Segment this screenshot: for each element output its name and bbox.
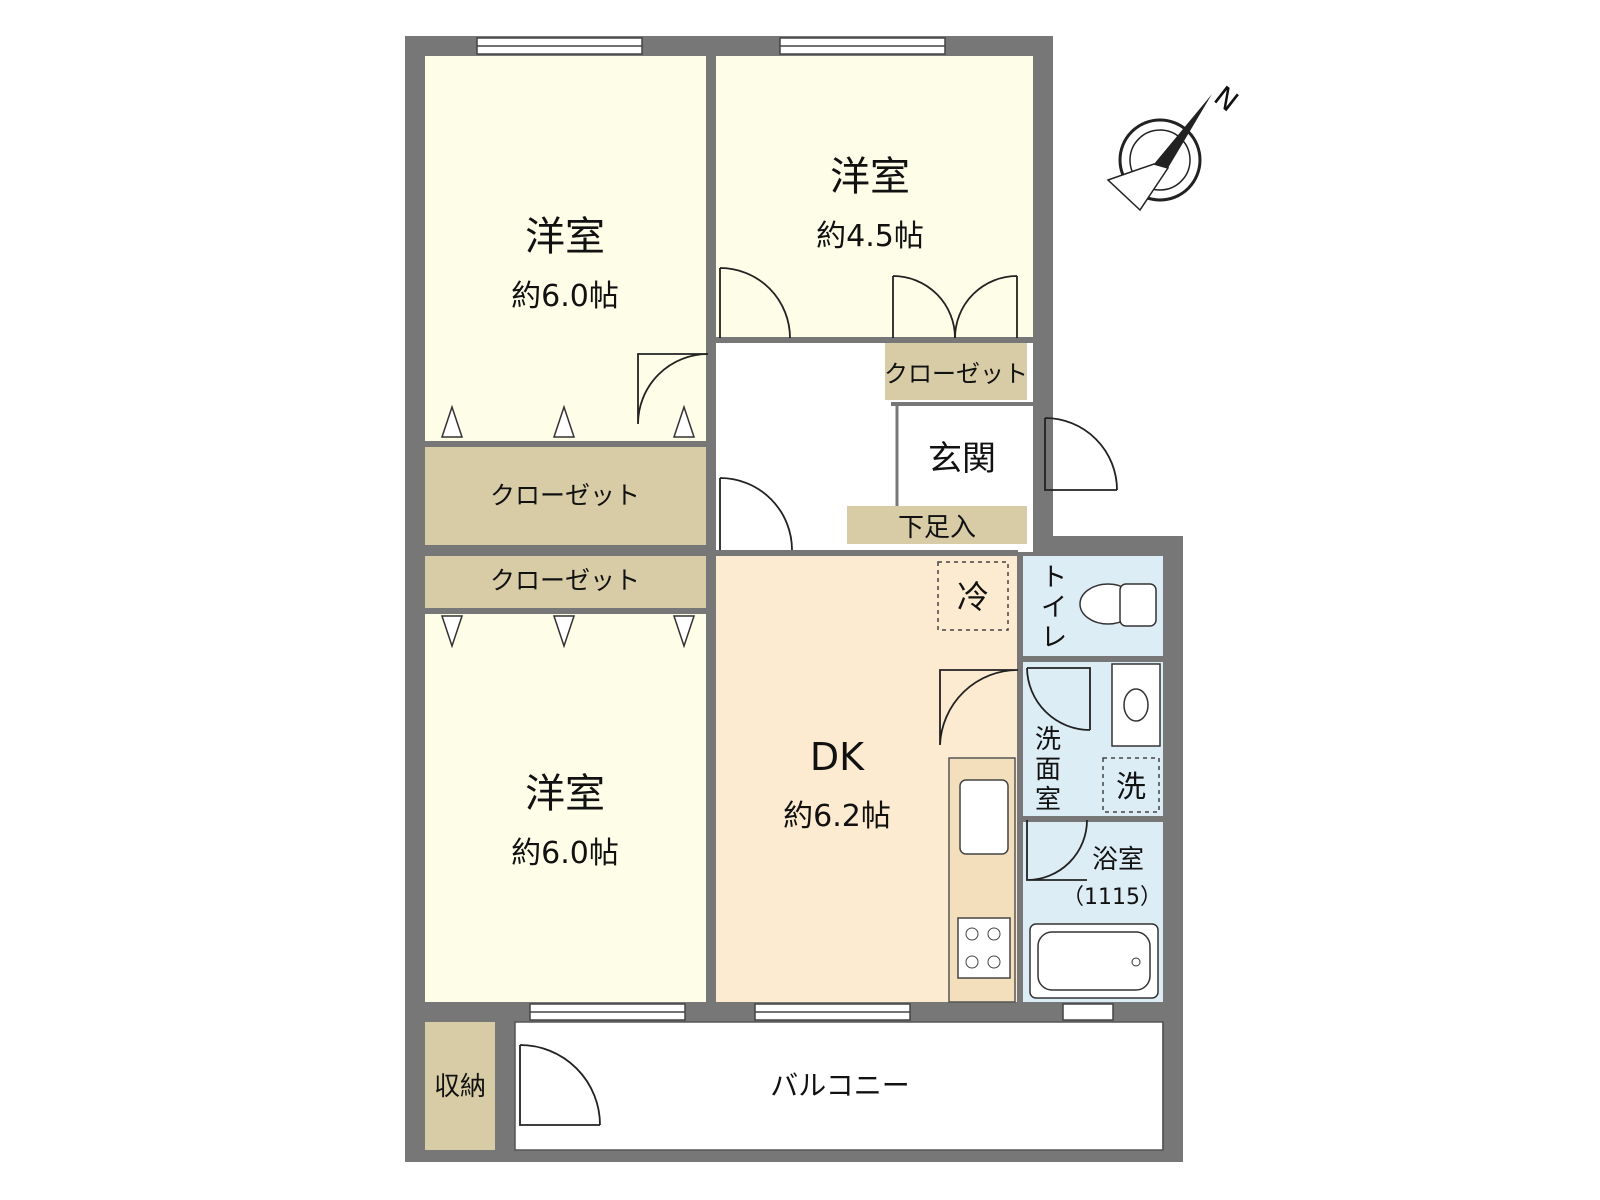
shoe-storage	[847, 506, 1027, 544]
interior-walls	[425, 56, 1163, 1150]
bathroom-label: 浴室	[1092, 845, 1144, 875]
closet-lower	[425, 556, 706, 608]
toilet-label-2: イ	[1041, 593, 1067, 623]
room-size-dk: 約6.2帖	[783, 799, 891, 834]
closet-upper-label: クローゼット	[490, 481, 640, 510]
room-size-western-ne: 約4.5帖	[816, 219, 924, 254]
balcony	[515, 1022, 1163, 1150]
shoe-storage-label: 下足入	[898, 513, 976, 543]
washer-space	[1102, 757, 1160, 813]
stove-icon	[957, 917, 1011, 979]
toilet-label-1: ト	[1041, 563, 1067, 593]
room-name-western-ne: 洋室	[830, 154, 910, 200]
windows	[476, 37, 1114, 1021]
room-western-nw	[425, 56, 706, 441]
wash-basin-icon	[1111, 663, 1161, 747]
washroom-label-3: 室	[1035, 785, 1061, 815]
washroom-label-1: 洗	[1035, 725, 1061, 755]
toilet-label-3: レ	[1041, 623, 1067, 653]
balcony-label: バルコニー	[770, 1069, 909, 1102]
storage	[425, 1022, 495, 1150]
room-western-sw	[425, 614, 706, 1002]
closet-upper	[425, 447, 706, 545]
room-size-western-nw: 約6.0帖	[511, 279, 619, 314]
storage-label: 収納	[434, 1072, 486, 1102]
room-labels: 洋室 約6.0帖 洋室 約4.5帖 洋室 約6.0帖 DK 約6.2帖 クローゼ…	[434, 154, 1162, 1102]
doors	[519, 267, 1118, 1126]
closet-ne-label: クローゼット	[884, 360, 1028, 388]
closet-ne	[885, 342, 1027, 400]
room-western-ne	[716, 56, 1033, 337]
washroom-label-2: 面	[1035, 755, 1061, 785]
room-name-western-nw: 洋室	[525, 214, 605, 260]
room-name-western-sw: 洋室	[525, 771, 605, 817]
bathroom-size-label: （1115）	[1062, 885, 1162, 910]
room-name-dk: DK	[810, 735, 865, 779]
floor-areas	[425, 56, 1163, 1150]
entrance-label: 玄関	[928, 439, 996, 479]
sink-icon	[959, 779, 1009, 855]
closet-door-marks	[440, 404, 696, 649]
washer-label: 洗	[1116, 770, 1146, 805]
fridge-space	[937, 561, 1009, 631]
toilet-bowl-icon	[1079, 583, 1157, 627]
closet-lower-label: クローゼット	[490, 566, 640, 595]
entrance	[897, 410, 1027, 506]
room-size-western-sw: 約6.0帖	[511, 836, 619, 871]
kitchen-counter	[948, 757, 1016, 1003]
fridge-label: 冷	[957, 578, 989, 616]
bathtub-icon	[1029, 923, 1159, 999]
